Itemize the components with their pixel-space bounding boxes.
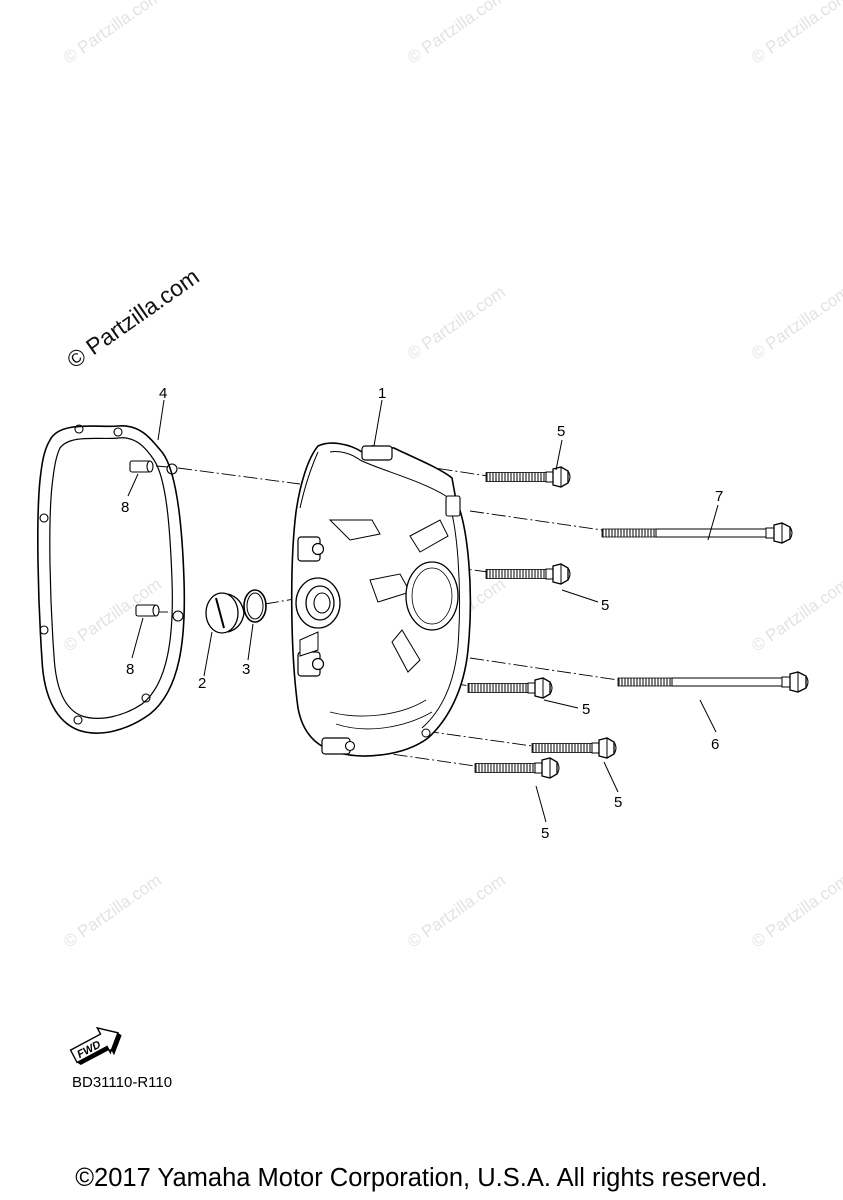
bolt-5-top bbox=[485, 466, 571, 488]
crankcase-cover bbox=[290, 442, 472, 757]
callout-bolt-d: 5 bbox=[614, 794, 622, 811]
callout-bolt-b: 5 bbox=[601, 597, 609, 614]
callout-oring: 3 bbox=[242, 661, 250, 678]
bolt-5-middle bbox=[467, 677, 553, 699]
bolt-7-long bbox=[601, 522, 793, 544]
copyright-notice: ©2017 Yamaha Motor Corporation, U.S.A. A… bbox=[75, 1164, 768, 1192]
bolt-5-upper bbox=[485, 563, 571, 585]
callout-gasket: 4 bbox=[159, 385, 167, 402]
callout-bolt-long-upper: 7 bbox=[715, 488, 723, 505]
callout-dowel-lower: 8 bbox=[126, 661, 134, 678]
callout-cover: 1 bbox=[378, 385, 386, 402]
oil-plug bbox=[205, 592, 245, 634]
bolt-5-lower-right bbox=[531, 737, 617, 759]
fwd-arrow-icon: FWD bbox=[69, 1026, 122, 1066]
callout-bolt-c: 5 bbox=[582, 701, 590, 718]
leader-lines bbox=[127, 399, 719, 823]
dowel-pin-lower bbox=[135, 604, 160, 617]
callout-bolt-a: 5 bbox=[557, 423, 565, 440]
callout-bolt-e: 5 bbox=[541, 825, 549, 842]
bolt-6-long bbox=[617, 671, 809, 693]
o-ring bbox=[243, 589, 267, 623]
callout-dowel-upper: 8 bbox=[121, 499, 129, 516]
dowel-pin-upper bbox=[129, 460, 154, 473]
bolt-5-bottom bbox=[474, 757, 560, 779]
diagram-code: BD31110-R110 bbox=[72, 1074, 173, 1091]
callout-plug: 2 bbox=[198, 675, 206, 692]
gasket bbox=[37, 424, 186, 734]
callout-bolt-long-lower: 6 bbox=[711, 736, 719, 753]
